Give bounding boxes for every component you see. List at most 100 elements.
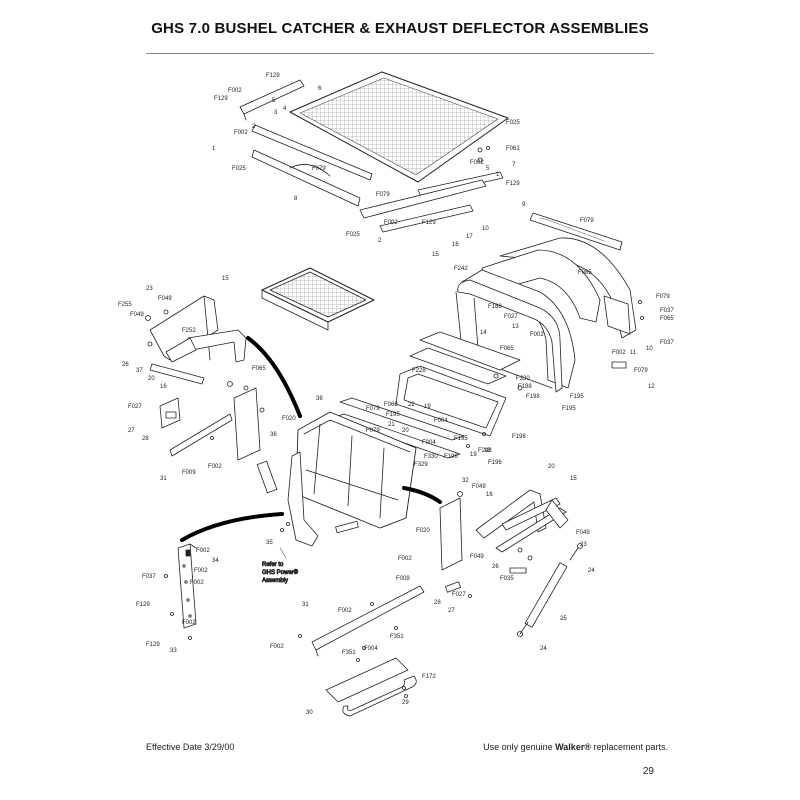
genuine-parts-note: Use only genuine Walker® replacement par…	[483, 742, 668, 752]
callout: 20	[548, 464, 555, 470]
callout: F027	[504, 314, 518, 320]
callout: F049	[472, 484, 486, 490]
callout: 14	[480, 330, 487, 336]
callout: F195	[386, 412, 400, 418]
callout: F330	[516, 376, 530, 382]
callout: 26	[492, 564, 499, 570]
callout: 29	[402, 700, 409, 706]
callout: 24	[540, 646, 547, 652]
callout: F002	[234, 130, 248, 136]
callout: F002	[190, 580, 204, 586]
callout: 28	[434, 600, 441, 606]
page-title: GHS 7.0 BUSHEL CATCHER & EXHAUST DEFLECT…	[151, 20, 649, 37]
page-number: 29	[642, 766, 654, 777]
callout: 2	[378, 238, 382, 244]
callout: 33	[170, 648, 177, 654]
callout: 6	[318, 86, 322, 92]
callout: F079	[312, 166, 326, 172]
callout: F085	[578, 270, 592, 276]
callout: 36	[270, 432, 277, 438]
effective-date: Effective Date 3/29/00	[146, 742, 235, 752]
reference-note-line-1: Refer to	[262, 562, 284, 568]
callout: F049	[470, 554, 484, 560]
callout: F002	[270, 644, 284, 650]
callout: 28	[142, 436, 149, 442]
callout: F027	[452, 592, 466, 598]
callout: 30	[306, 710, 313, 716]
callout: 18	[484, 448, 491, 454]
callout: F129	[136, 602, 150, 608]
callout: 34	[212, 558, 219, 564]
callout: F025	[506, 120, 520, 126]
callout: 20	[148, 376, 155, 382]
callout: F079	[656, 294, 670, 300]
callout: 16	[160, 384, 167, 390]
callout: F129	[146, 642, 160, 648]
callout: 22	[408, 402, 415, 408]
callout: F198	[526, 394, 540, 400]
screen-tray	[261, 267, 375, 331]
callout: F129	[266, 73, 280, 79]
callout: F330	[424, 454, 438, 460]
callout: F002	[530, 332, 544, 338]
callout: 13	[512, 324, 519, 330]
callout: F195	[562, 406, 576, 412]
callout: 27	[448, 608, 455, 614]
callout: F002	[338, 608, 352, 614]
callout: 38	[316, 396, 323, 402]
callout: 19	[424, 404, 431, 410]
callout: 19	[470, 452, 477, 458]
reference-note-line-2: GHS Power®	[262, 569, 299, 576]
callout: F242	[454, 266, 468, 272]
callout: F002	[398, 556, 412, 562]
callout: 11	[630, 350, 637, 356]
callout: F129	[422, 220, 436, 226]
callout: 27	[128, 428, 135, 434]
callout: F037	[142, 574, 156, 580]
callout: F009	[396, 576, 410, 582]
callout: F351	[390, 634, 404, 640]
callout: F002	[470, 160, 484, 166]
callout: F035	[500, 576, 514, 582]
callout: 16	[486, 492, 493, 498]
callout: F195	[570, 394, 584, 400]
callout: 23	[146, 286, 153, 292]
callout: 9	[522, 202, 526, 208]
callout: F079	[366, 428, 380, 434]
callout: F049	[130, 312, 144, 318]
callout: F037	[660, 308, 674, 314]
callout: F188	[488, 304, 502, 310]
brand-name: Walker®	[555, 742, 591, 752]
callout: F002	[196, 548, 210, 554]
callout: 20	[402, 428, 409, 434]
callout: F027	[128, 404, 142, 410]
callout: F242	[478, 448, 492, 454]
callout: 31	[302, 602, 309, 608]
callout: F079	[580, 218, 594, 224]
top-screen-assembly	[239, 71, 509, 233]
callout: 21	[388, 422, 395, 428]
callout: F066	[384, 402, 398, 408]
right-lower-bracket-assembly	[439, 489, 583, 637]
callout: F002	[228, 88, 242, 94]
callout: 26	[122, 362, 129, 368]
callout: 5	[272, 98, 276, 104]
callout: 7	[512, 162, 516, 168]
exhaust-deflector-assembly	[455, 212, 644, 393]
callout: F002	[208, 464, 222, 470]
callout: F061	[506, 146, 520, 152]
callout: 4	[283, 106, 287, 112]
callout: 17	[466, 234, 473, 240]
callout: 5	[486, 166, 490, 172]
title-rule	[146, 53, 654, 54]
callout: F004	[434, 418, 448, 424]
callout: 32	[462, 478, 469, 484]
callout: 12	[648, 384, 655, 390]
callout: F025	[232, 166, 246, 172]
leader-arcs	[180, 336, 442, 542]
callout: 8	[294, 196, 298, 202]
callout: 10	[646, 346, 653, 352]
callout: 10	[482, 226, 489, 232]
callout: F351	[342, 650, 356, 656]
callout: F002	[384, 220, 398, 226]
